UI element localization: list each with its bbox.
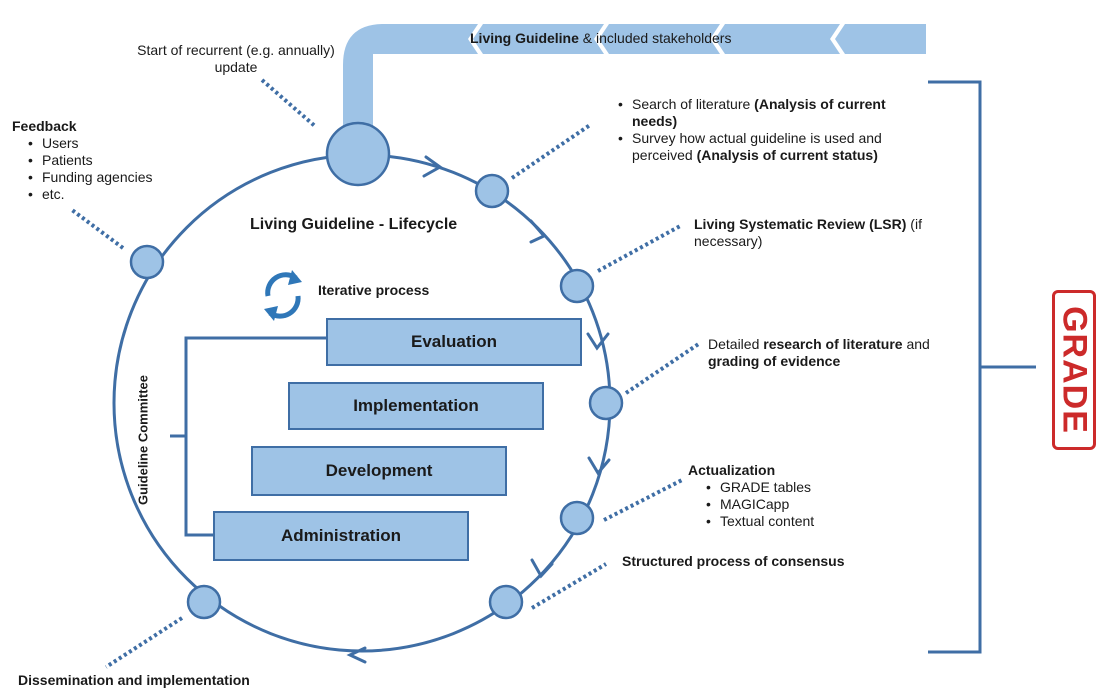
actualization-title: Actualization: [688, 462, 776, 478]
circle-arrows: [346, 155, 611, 664]
iterative-label: Iterative process: [318, 282, 430, 298]
dissemination-label: Dissemination and implementation: [18, 672, 250, 688]
detailed-label: Detailed research of literature and grad…: [708, 336, 930, 369]
feedback-list: Users Patients Funding agencies etc.: [12, 135, 153, 203]
start-label: Start of recurrent (e.g. annually) updat…: [137, 42, 335, 75]
feedback-node: [129, 244, 165, 280]
list-item: Textual content: [706, 513, 814, 530]
evaluation-box: Evaluation: [326, 318, 582, 366]
consensus-label: Structured process of consensus: [622, 553, 845, 569]
list-item: Patients: [28, 152, 153, 169]
lsr-label: Living Systematic Review (LSR) (if neces…: [694, 216, 922, 249]
list-item: GRADE tables: [706, 479, 814, 496]
stakeholder-band: [343, 24, 926, 148]
consensus-node: [488, 584, 524, 620]
actualization-node: [559, 500, 595, 536]
development-box: Development: [251, 446, 507, 496]
band-chevrons: [468, 24, 845, 54]
banner-rest: & included stakeholders: [578, 30, 732, 46]
cycle-title: Living Guideline - Lifecycle: [250, 216, 458, 233]
administration-box: Administration: [213, 511, 469, 561]
search-block: Search of literature (Analysis of curren…: [614, 96, 924, 164]
list-item: Search of literature (Analysis of curren…: [618, 96, 924, 130]
feedback-block: Feedback Users Patients Funding agencies…: [12, 118, 153, 203]
dissemination-node: [186, 584, 222, 620]
list-item: Funding agencies: [28, 169, 152, 186]
lsr-node: [559, 268, 595, 304]
dotted-connectors: [70, 78, 702, 669]
implementation-box: Implementation: [288, 382, 544, 430]
actualization-block: Actualization GRADE tables MAGICapp Text…: [688, 462, 814, 530]
feedback-title: Feedback: [12, 118, 77, 134]
start-node: [325, 121, 391, 187]
search-node: [474, 173, 510, 209]
committee-bracket: [184, 336, 326, 537]
list-item: Users: [28, 135, 153, 152]
banner-label: Living Guideline & included stakeholders: [470, 30, 731, 46]
detailed-node: [588, 385, 624, 421]
circle-nodes: [129, 121, 624, 620]
list-item: Survey how actual guideline is used and …: [618, 130, 924, 164]
grade-logo: GRADE: [1052, 290, 1096, 450]
list-item: etc.: [28, 186, 153, 203]
banner-bold: Living Guideline: [470, 30, 579, 46]
actualization-list: GRADE tables MAGICapp Textual content: [688, 479, 814, 530]
list-item: MAGICapp: [706, 496, 814, 513]
